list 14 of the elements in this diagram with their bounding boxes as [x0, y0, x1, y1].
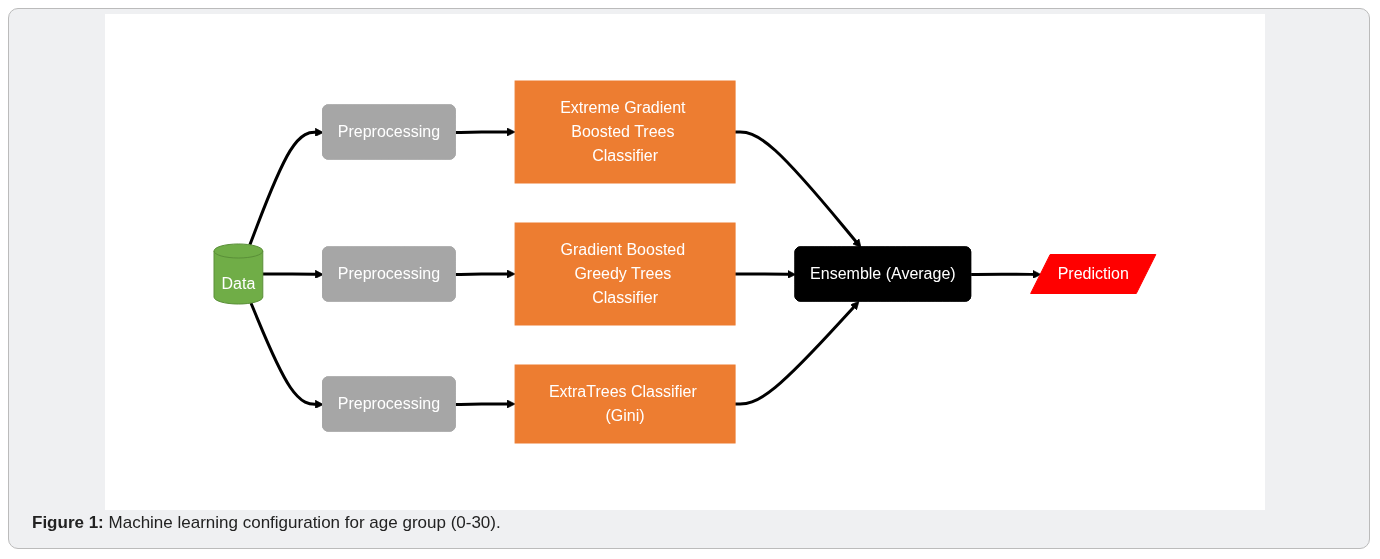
arrow [455, 269, 516, 279]
arrow [455, 399, 516, 409]
arrow [262, 269, 324, 279]
node-box: ExtraTrees Classifier (Gini) [514, 364, 736, 444]
node-box: Extreme Gradient Boosted Trees Classifier [514, 80, 736, 184]
figure-caption: Figure 1: Machine learning configuration for age group (0-30). [32, 513, 501, 533]
arrow [735, 301, 860, 406]
arrow [248, 127, 324, 246]
arrow [735, 269, 797, 279]
node-box: Gradient Boosted Greedy Trees Classifier [514, 222, 736, 326]
arrow [971, 270, 1042, 279]
arrow [455, 127, 516, 137]
arrow [249, 302, 324, 409]
arrow [735, 130, 862, 248]
